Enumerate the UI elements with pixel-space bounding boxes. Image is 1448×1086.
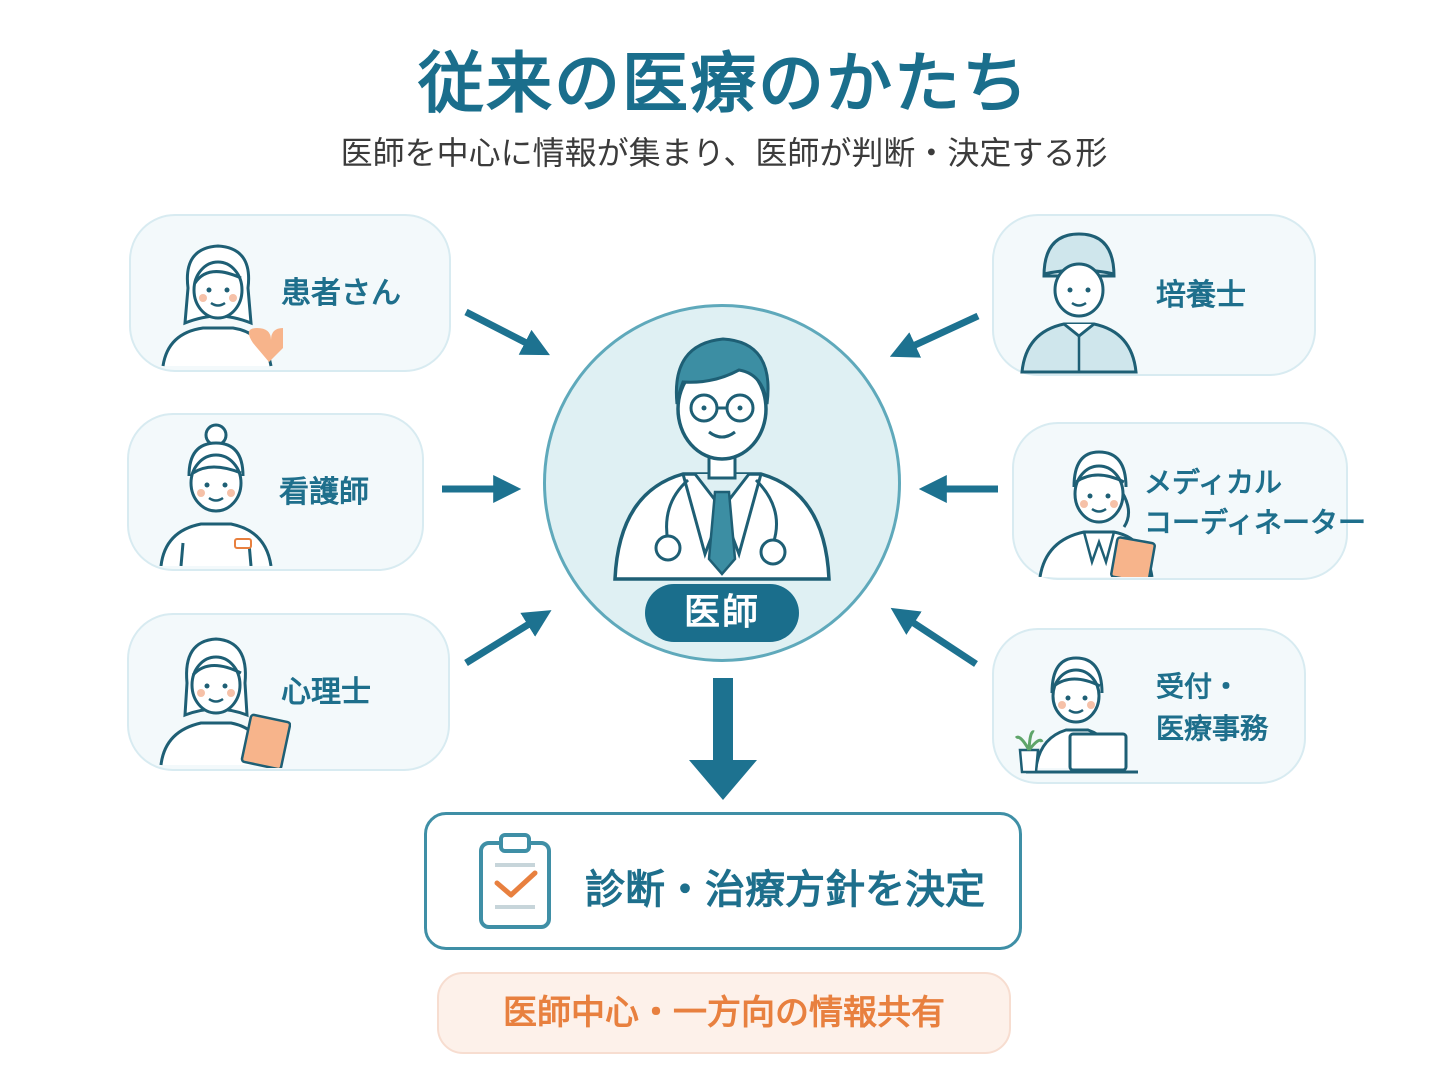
psychologist-avatar-icon (159, 637, 291, 768)
card-reception: 受付・ 医療事務 (992, 628, 1306, 784)
label-nurse: 看護師 (279, 475, 369, 510)
arrow-patient (464, 308, 550, 356)
card-nurse: 看護師 (127, 413, 424, 571)
card-patient: 患者さん (129, 214, 451, 372)
doctor-badge: 医師 (645, 584, 799, 642)
arrow-down-shaft (713, 678, 733, 762)
footer-badge: 医師中心・一方向の情報共有 (437, 972, 1011, 1054)
arrow-psychologist (464, 610, 552, 666)
arrow-down-head (689, 760, 757, 800)
arrow-reception (890, 607, 978, 667)
doctor-circle (543, 304, 901, 662)
embryologist-avatar-icon (1020, 232, 1138, 374)
label-coordinator-line1: メディカル (1144, 466, 1283, 499)
nurse-avatar-icon (159, 423, 273, 566)
label-reception-line1: 受付・ (1156, 670, 1241, 703)
doctor-avatar-icon (613, 337, 831, 581)
arrow-embryologist (889, 312, 980, 358)
label-psychologist: 心理士 (281, 675, 371, 710)
page-subtitle: 医師を中心に情報が集まり、医師が判断・決定する形 (340, 134, 1108, 172)
decision-box: 診断・治療方針を決定 (424, 812, 1022, 950)
card-coordinator: メディカル コーディネーター (1012, 422, 1366, 580)
card-psychologist: 心理士 (127, 613, 450, 771)
card-embryologist: 培養士 (992, 214, 1316, 376)
patient-avatar-icon (161, 244, 283, 367)
decision-label: 診断・治療方針を決定 (585, 867, 985, 913)
reception-avatar-icon (1014, 656, 1138, 774)
label-patient: 患者さん (281, 276, 401, 311)
page-title: 従来の医療のかたち (418, 45, 1030, 122)
clipboard-check-icon (479, 833, 551, 929)
coordinator-avatar-icon (1038, 450, 1156, 577)
label-reception-line2: 医療事務 (1156, 712, 1269, 745)
label-coordinator-line2: コーディネーター (1144, 506, 1367, 539)
label-embryologist: 培養士 (1156, 278, 1246, 313)
